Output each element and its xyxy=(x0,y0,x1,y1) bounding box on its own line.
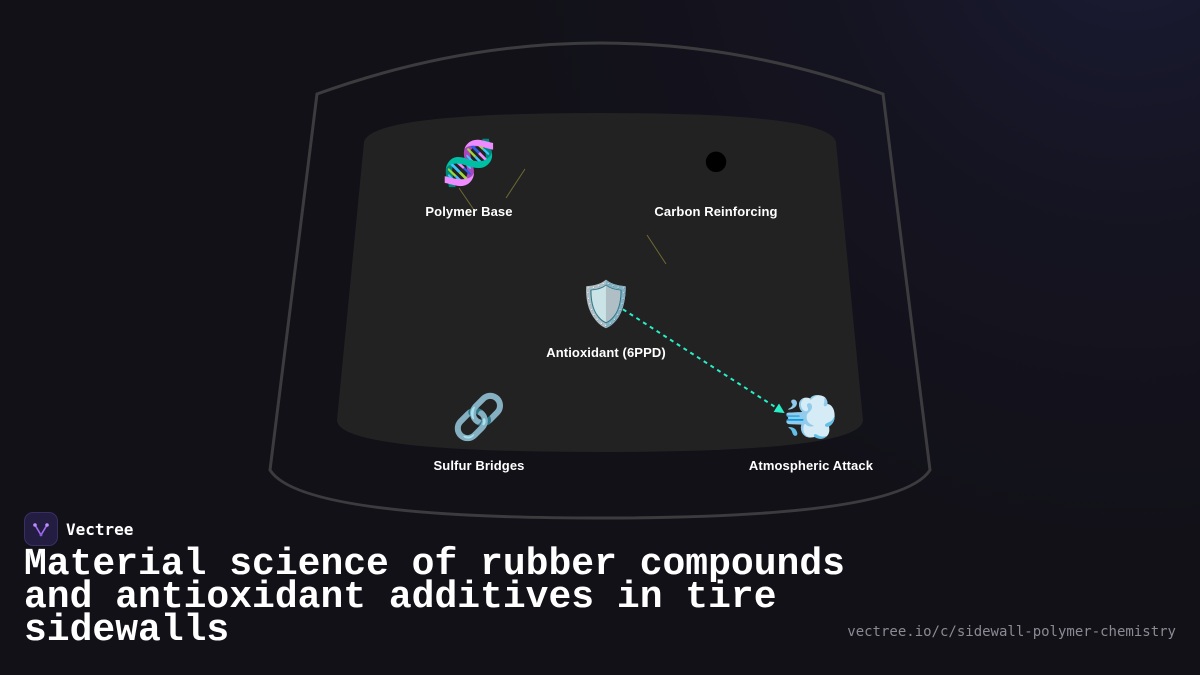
faint-link-carbon xyxy=(646,234,667,265)
brand-name: Vectree xyxy=(66,519,134,539)
dna-icon: 🧬 xyxy=(441,138,497,189)
tire-inner-area xyxy=(337,113,863,452)
page-title: Material science of rubber compounds and… xyxy=(24,543,845,652)
brand[interactable]: Vectree xyxy=(24,512,133,546)
vectree-logo-icon xyxy=(24,512,58,546)
node-antioxidant: 🛡️ Antioxidant (6PPD) xyxy=(496,279,716,360)
node-sulfur-bridges: 🔗 Sulfur Bridges xyxy=(369,392,589,473)
node-carbon-reinforcing: ⚫ Carbon Reinforcing xyxy=(606,138,826,219)
node-label: Carbon Reinforcing xyxy=(654,204,778,219)
source-url[interactable]: vectree.io/c/sidewall-polymer-chemistry xyxy=(847,624,1176,640)
link-icon: 🔗 xyxy=(451,392,507,443)
faint-link-polymer xyxy=(505,168,526,199)
black-circle-icon: ⚫ xyxy=(697,138,735,189)
tire-outer-outline xyxy=(268,41,932,520)
shield-icon: 🛡️ xyxy=(578,279,634,330)
wind-icon: 💨 xyxy=(783,392,839,443)
node-polymer-base: 🧬 Polymer Base xyxy=(359,138,579,219)
node-label: Polymer Base xyxy=(425,204,513,219)
node-label: Antioxidant (6PPD) xyxy=(546,345,666,360)
edge-antioxidant-to-atmospheric xyxy=(595,291,785,414)
node-atmospheric-attack: 💨 Atmospheric Attack xyxy=(701,392,921,473)
node-label: Atmospheric Attack xyxy=(748,458,874,473)
faint-link-polymer-tail xyxy=(458,187,475,211)
node-label: Sulfur Bridges xyxy=(433,458,525,473)
